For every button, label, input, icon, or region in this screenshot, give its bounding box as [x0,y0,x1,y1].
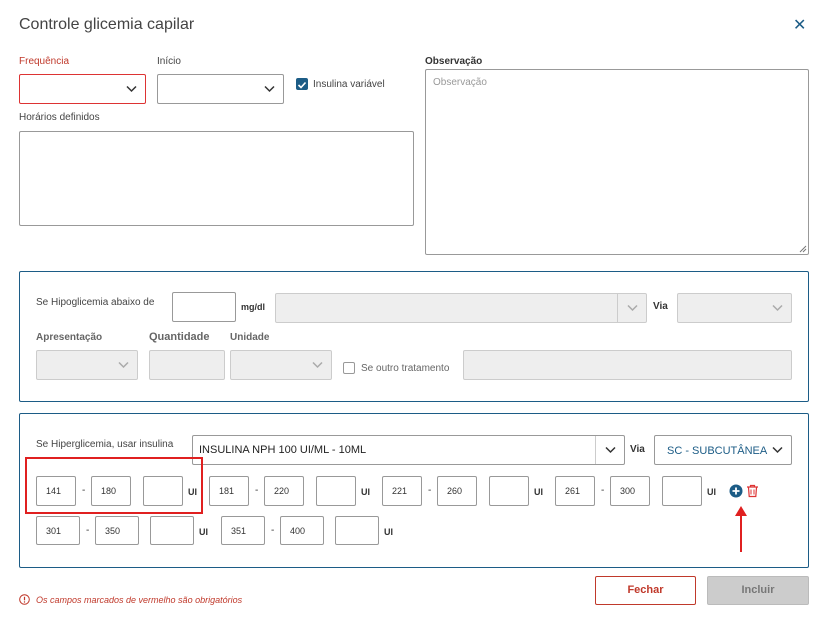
horarios-label: Horários definidos [19,112,100,123]
range-max-value: 400 [290,525,306,536]
chevron-down-icon [772,446,783,454]
range-max-value: 260 [447,486,463,496]
hipo-quantidade-input[interactable] [149,350,225,380]
range-max-input[interactable]: 260 [437,476,477,506]
add-range-icon[interactable] [729,484,743,498]
trash-icon[interactable] [746,484,759,498]
range-dash: - [601,485,605,496]
inicio-label: Início [157,56,181,67]
observacao-placeholder: Observação [433,77,487,88]
range-ui-input[interactable] [662,476,702,506]
required-warning: Os campos marcados de vermelho são obrig… [36,595,243,605]
hipo-via-select[interactable] [677,293,792,323]
range-ui-label: UI [707,487,716,497]
checkmark-icon [297,81,307,89]
chevron-down-icon [312,361,323,369]
range-max-input[interactable]: 220 [264,476,304,506]
range-ui-label: UI [361,487,370,497]
hiper-usar-label: Se Hiperglicemia, usar insulina [36,439,174,450]
chevron-down-icon [118,361,129,369]
hipo-quantidade-label: Quantidade [149,331,210,343]
hiper-via-value: SC - SUBCUTÂNEA [667,445,768,457]
warning-icon [19,594,30,605]
hipo-outro-checkbox[interactable] [343,362,355,374]
range-max-value: 180 [101,486,117,496]
chevron-down-icon [627,304,638,312]
hiper-insulina-select[interactable]: INSULINA NPH 100 UI/ML - 10ML [192,435,625,465]
range-min-value: 221 [392,486,408,496]
resize-handle-icon [799,245,807,253]
incluir-button[interactable]: Incluir [707,576,809,605]
inicio-select[interactable] [157,74,284,104]
hipo-via-label: Via [653,301,668,312]
annotation-arrow-icon [735,506,747,552]
range-min-input[interactable]: 221 [382,476,422,506]
hipo-abaixo-label: Se Hipoglicemia abaixo de [36,297,155,308]
annotation-highlight-box [25,457,203,514]
range-ui-input[interactable] [335,516,379,545]
hipo-apresentacao-select[interactable] [36,350,138,380]
range-min-input[interactable]: 141 [36,476,76,506]
range-dash: - [86,525,90,536]
range-ui-input[interactable] [143,476,183,506]
hiper-via-label: Via [630,444,645,455]
range-min-input[interactable]: 261 [555,476,595,506]
horarios-textarea[interactable] [19,131,414,226]
range-max-input[interactable]: 180 [91,476,131,506]
range-min-input[interactable]: 181 [209,476,249,506]
range-max-input[interactable]: 350 [95,516,139,545]
range-dash: - [271,525,275,536]
hiperglicemia-panel [19,413,809,568]
frequencia-select[interactable] [19,74,146,104]
range-ui-input[interactable] [316,476,356,506]
range-min-value: 181 [219,486,235,496]
hipo-unit-label: mg/dl [241,302,265,312]
range-min-value: 351 [231,525,247,536]
range-min-value: 301 [46,525,62,536]
chevron-down-icon [605,446,616,454]
range-max-input[interactable]: 400 [280,516,324,545]
hipo-outro-input[interactable] [463,350,792,380]
range-max-value: 220 [274,486,290,496]
hiper-insulina-value: INSULINA NPH 100 UI/ML - 10ML [199,444,367,456]
range-ui-label: UI [188,487,197,497]
close-icon[interactable]: ✕ [793,17,807,34]
range-dash: - [255,485,259,496]
fechar-button[interactable]: Fechar [595,576,696,605]
range-ui-label: UI [199,527,208,537]
range-max-value: 350 [105,525,121,536]
insulina-variavel-label: Insulina variável [313,79,385,90]
range-max-input[interactable]: 300 [610,476,650,506]
range-dash: - [82,485,86,496]
range-ui-label: UI [384,527,393,537]
insulina-variavel-checkbox[interactable] [296,78,308,90]
hiper-via-select[interactable]: SC - SUBCUTÂNEA [654,435,792,465]
range-dash: - [428,485,432,496]
chevron-down-icon [264,85,275,93]
range-min-input[interactable]: 351 [221,516,265,545]
range-ui-label: UI [534,487,543,497]
hipo-unidade-label: Unidade [230,332,270,343]
chevron-down-icon [126,85,137,93]
hipo-mgdl-input[interactable] [172,292,236,322]
observacao-label: Observação [425,56,483,67]
hipo-medicamento-select[interactable] [275,293,647,323]
range-min-value: 261 [565,486,581,496]
hipo-unidade-select[interactable] [230,350,332,380]
hipoglicemia-panel [19,271,809,402]
range-max-value: 300 [620,486,636,496]
range-ui-input[interactable] [489,476,529,506]
chevron-down-icon [772,304,783,312]
observacao-textarea[interactable]: Observação [425,69,809,255]
hipo-apresentacao-label: Apresentação [36,332,103,343]
range-min-value: 141 [46,486,62,496]
range-min-input[interactable]: 301 [36,516,80,545]
hipo-outro-label: Se outro tratamento [361,363,450,374]
modal-title: Controle glicemia capilar [19,16,195,33]
range-ui-input[interactable] [150,516,194,545]
frequencia-label: Frequência [19,56,70,67]
